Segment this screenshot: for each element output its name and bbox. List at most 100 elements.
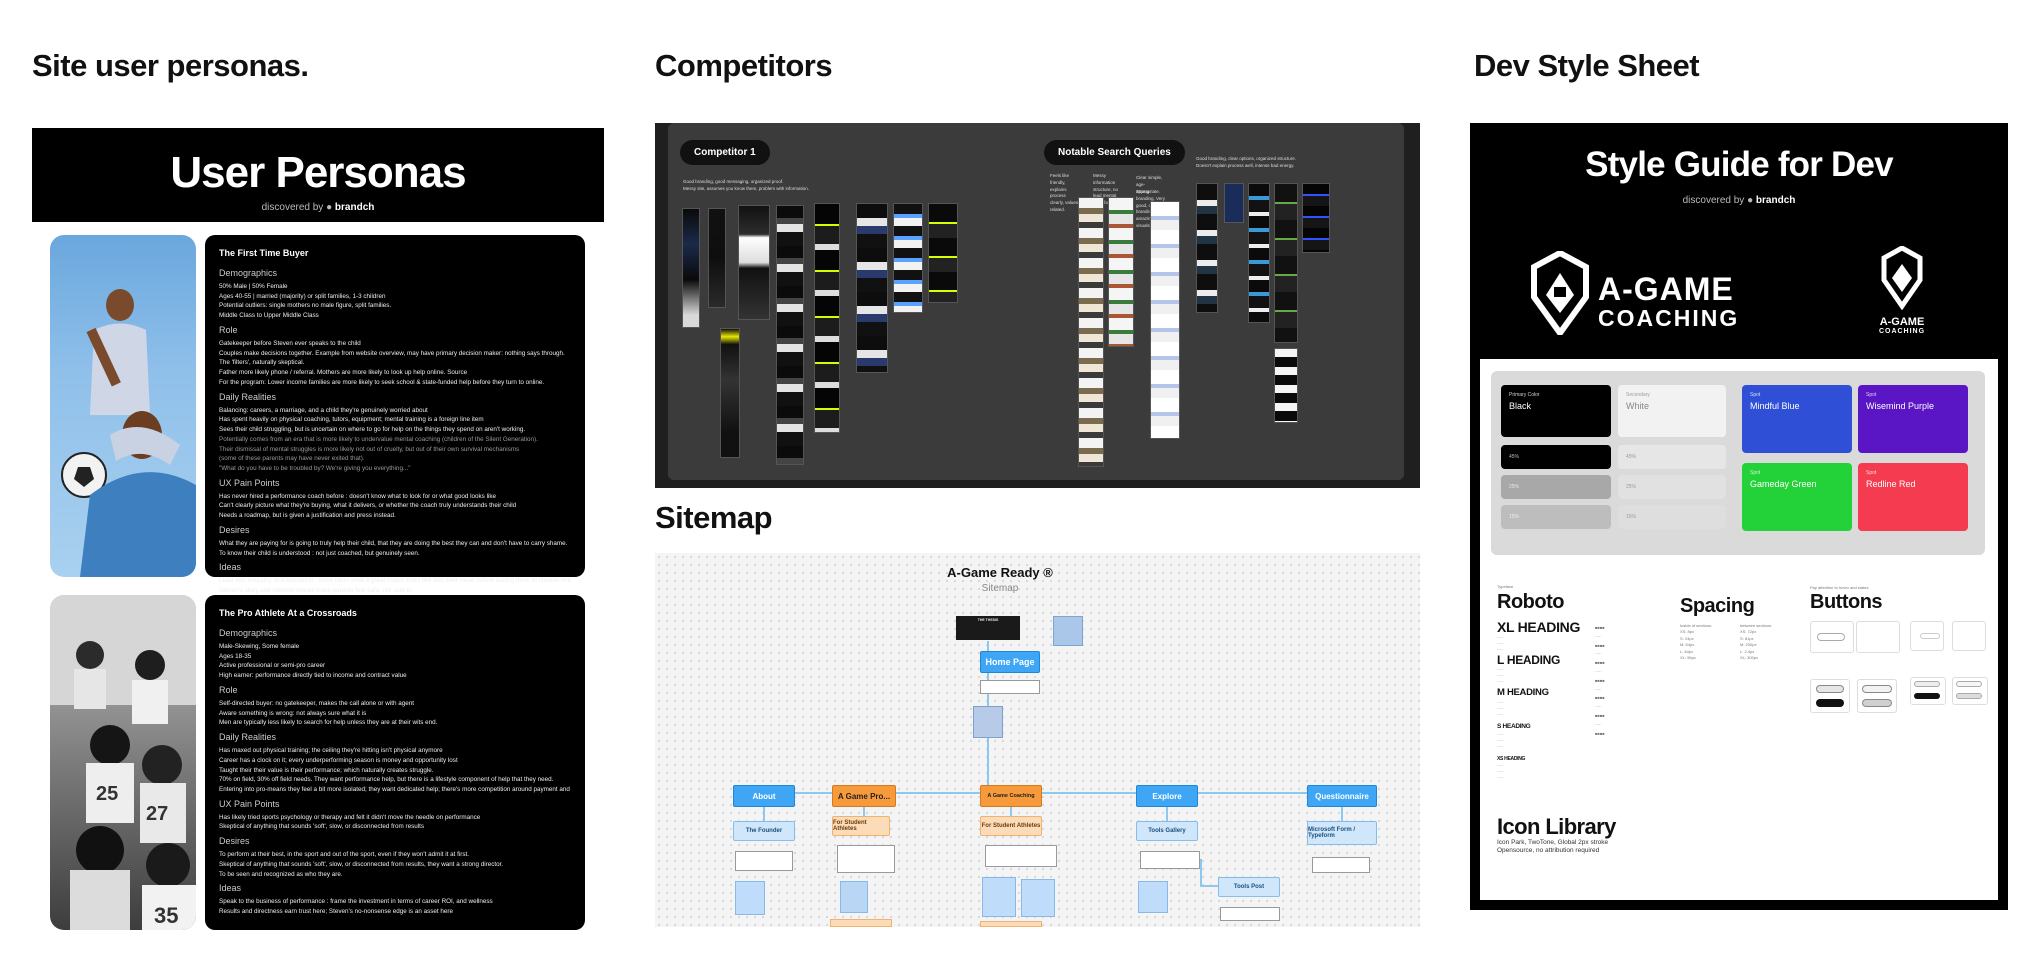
tools-gallery-node[interactable]: Tools Gallery: [1136, 821, 1198, 841]
sticky-note[interactable]: [840, 881, 868, 913]
father-child-illustration: [61, 289, 196, 577]
tint-black-15[interactable]: 15%: [1501, 505, 1611, 529]
site-screenshot-thumb[interactable]: [708, 208, 726, 308]
persona-heading: Desires: [219, 836, 250, 847]
site-screenshot-thumb[interactable]: [1224, 183, 1244, 223]
home-page-node[interactable]: Home Page: [980, 651, 1040, 673]
a-game-pro-node[interactable]: A Game Pro...: [832, 785, 896, 807]
tint-black-25[interactable]: 25%: [1501, 475, 1611, 499]
site-screenshot-thumb[interactable]: [1108, 197, 1134, 347]
typeform-node[interactable]: Microsoft Form / Typeform: [1307, 821, 1377, 845]
explore-node[interactable]: Explore: [1136, 785, 1198, 807]
sitemap-node-partial[interactable]: [830, 919, 892, 927]
icon-library-title: Icon Library: [1497, 814, 1616, 839]
connector-line: [863, 807, 865, 821]
sitemap-node-partial[interactable]: [980, 921, 1042, 927]
secondary-cta-button-alt[interactable]: [1862, 699, 1892, 707]
svg-text:27: 27: [146, 803, 168, 825]
site-screenshot-thumb[interactable]: [1150, 201, 1180, 439]
small-button-dark[interactable]: [1914, 693, 1940, 699]
sticky-note[interactable]: [982, 877, 1016, 917]
button-state-frame: [1952, 621, 1986, 651]
note-box[interactable]: [735, 851, 793, 871]
tint-white-15[interactable]: 15%: [1618, 505, 1726, 529]
note-box[interactable]: [1220, 907, 1280, 921]
spec-text: ···············: [1497, 667, 1504, 684]
site-screenshot-thumb[interactable]: [928, 203, 958, 303]
xl-heading-sample: XL HEADING: [1497, 619, 1581, 635]
persona-heading: Daily Realities: [219, 732, 277, 743]
search-note: Strong branding, Very good, clear brandi…: [1136, 189, 1166, 228]
site-screenshot-thumb[interactable]: [1248, 183, 1270, 323]
site-screenshot-thumb[interactable]: [814, 203, 840, 433]
small-button-outline[interactable]: [1956, 681, 1982, 687]
about-node[interactable]: About: [733, 785, 795, 807]
site-screenshot-thumb[interactable]: [893, 203, 923, 313]
small-button-outline-alt[interactable]: [1956, 693, 1982, 699]
persona-photo-father-child: [50, 235, 196, 577]
competitor-1-pill[interactable]: Competitor 1: [680, 140, 770, 165]
button-state-frame: [1952, 677, 1988, 705]
site-screenshot-thumb[interactable]: [856, 203, 888, 373]
the-founder-node[interactable]: The Founder: [733, 821, 795, 841]
persona-line: Has likely tried sports psychology or th…: [219, 813, 481, 821]
site-screenshot-thumb[interactable]: [720, 328, 740, 458]
site-screenshot-thumb[interactable]: [738, 205, 770, 320]
small-button[interactable]: [1914, 681, 1940, 687]
persona-photo-football-players: 25 27 35: [50, 595, 196, 930]
tools-post-node[interactable]: Tools Post: [1218, 877, 1280, 897]
note-box[interactable]: [837, 845, 895, 873]
sticky-note[interactable]: [1021, 879, 1055, 917]
tint-black-45[interactable]: 45%: [1501, 445, 1611, 469]
site-screenshot-thumb[interactable]: [776, 205, 804, 465]
sticky-note[interactable]: [735, 881, 765, 915]
a-game-coaching-node[interactable]: A Game Coaching: [980, 785, 1042, 807]
persona-line: "What do you have to be troubled by? We'…: [219, 465, 411, 472]
tint-white-25[interactable]: 25%: [1618, 475, 1726, 499]
spec-text: ···············: [1497, 763, 1504, 780]
site-screenshot-thumb[interactable]: [1078, 197, 1104, 467]
note-box[interactable]: [1140, 851, 1200, 869]
button-sample[interactable]: [1817, 633, 1845, 641]
a-game-logo-wordmark: A-GAME COACHING: [1598, 271, 1740, 331]
persona-line: Lead with empathy and education : show t…: [219, 577, 571, 585]
secondary-cta-button[interactable]: [1862, 685, 1892, 693]
sticky-note[interactable]: [1138, 881, 1168, 913]
note-box[interactable]: [985, 845, 1057, 867]
site-screenshot-thumb[interactable]: [1196, 183, 1218, 313]
buttons-title: Buttons: [1810, 591, 1883, 613]
note-box[interactable]: [1312, 857, 1370, 873]
persona-heading: Role: [219, 324, 238, 335]
buttons-note: Pay attention to hover and states: [1810, 585, 1869, 590]
questionnaire-node[interactable]: Questionnaire: [1307, 785, 1377, 807]
for-student-athletes-node[interactable]: For Student Athletes: [832, 816, 890, 836]
sticky-note[interactable]: [1053, 616, 1083, 646]
search-note: Clear simple, age-appropriate.: [1136, 175, 1163, 194]
sitemap-board[interactable]: A-Game Ready ® Sitemap THE THESIS Home P…: [655, 553, 1420, 927]
persona-line: Skeptical of anything that sounds 'soft'…: [219, 860, 504, 868]
primary-cta-button-dark[interactable]: [1816, 699, 1844, 707]
site-screenshot-thumb[interactable]: [1274, 348, 1298, 423]
competitors-canvas[interactable]: Competitor 1 Notable Search Queries Good…: [668, 123, 1404, 480]
persona-heading: UX Pain Points: [219, 798, 280, 809]
for-student-athletes-node-2[interactable]: For Student Athletes: [980, 816, 1042, 836]
sticky-note[interactable]: [973, 706, 1003, 738]
site-screenshot-thumb[interactable]: [1274, 183, 1298, 343]
site-screenshot-thumb[interactable]: [1302, 183, 1330, 253]
connector-line: [1341, 807, 1343, 821]
tint-white-45[interactable]: 45%: [1618, 445, 1726, 469]
site-screenshot-thumb[interactable]: [682, 208, 700, 328]
football-players-illustration: 25 27 35: [50, 595, 196, 930]
notable-search-queries-pill[interactable]: Notable Search Queries: [1044, 140, 1185, 165]
button-sample[interactable]: [1920, 633, 1940, 639]
primary-cta-button[interactable]: [1816, 685, 1844, 693]
registered-mark: ®: [1043, 565, 1053, 580]
m-heading-sample: M HEADING: [1497, 687, 1549, 698]
note-box[interactable]: [980, 680, 1040, 694]
